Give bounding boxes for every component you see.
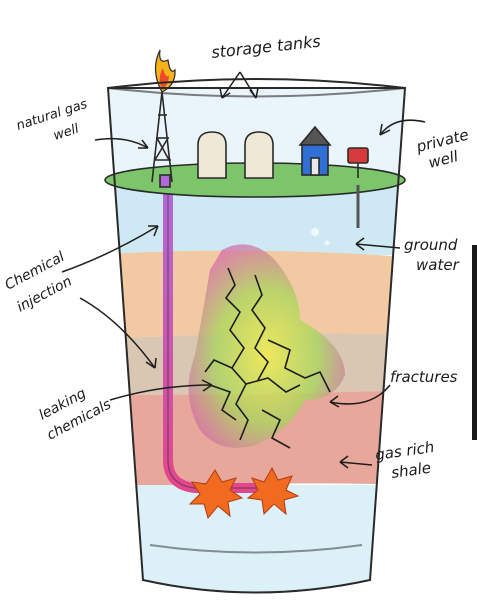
label-ground-water-2: water (416, 256, 460, 274)
label-fractures: fractures (390, 368, 458, 386)
fractures-lines (204, 267, 331, 449)
edge-bar (472, 245, 477, 440)
private-well-icon (347, 147, 369, 178)
house-icon (298, 125, 332, 176)
explosion-icon (188, 466, 300, 520)
glass-bottom-water (108, 485, 405, 593)
glass-outline (106, 78, 407, 594)
storage-tank-icon (197, 131, 274, 179)
label-natural-gas-2: well (52, 121, 82, 143)
label-storage-tanks: storage tanks (210, 32, 321, 62)
label-gas-rich-shale-2: shale (390, 459, 432, 482)
label-ground-water-1: ground (404, 236, 458, 254)
annotation-arrows (61, 71, 426, 469)
flame-icon (154, 49, 176, 93)
